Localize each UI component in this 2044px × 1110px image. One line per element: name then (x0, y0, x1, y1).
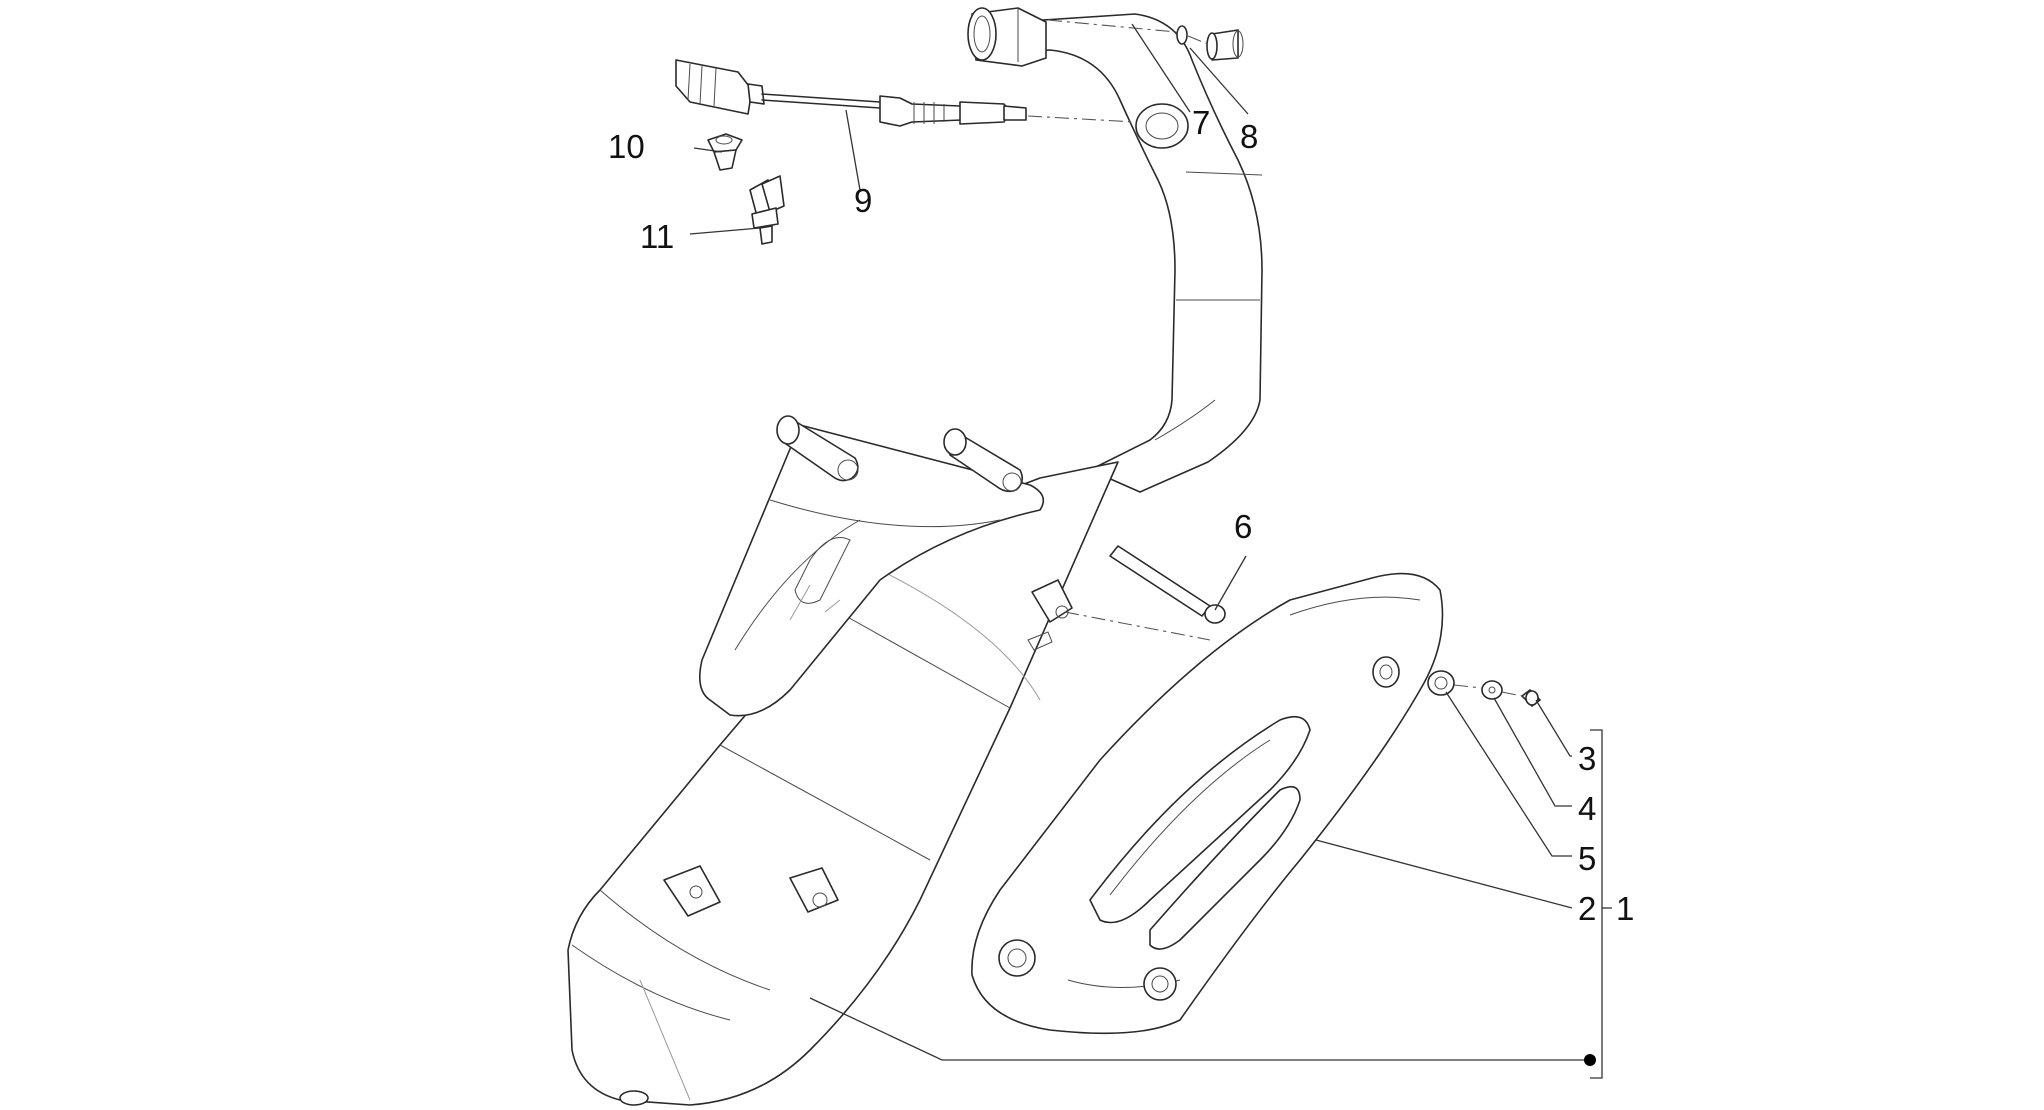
callout-labels: 1 2 3 4 5 6 7 8 9 10 11 (608, 104, 1634, 927)
callout-4: 4 (1578, 790, 1596, 827)
callout-10: 10 (608, 128, 645, 165)
washer-part-4 (1481, 680, 1503, 700)
screw-part-3 (1521, 689, 1541, 707)
heat-shield (971, 572, 1444, 1035)
callout-11: 11 (640, 218, 674, 255)
exhaust-header-pipe (1012, 13, 1263, 493)
muffler-clamp-upper (1027, 579, 1073, 651)
callout-3: 3 (1578, 740, 1596, 777)
lambda-sensor-part-9 (675, 59, 1027, 127)
callout-5: 5 (1578, 840, 1596, 877)
muffler-mounting-bracket (699, 424, 1045, 717)
pipe-inlet-flange (967, 7, 1047, 67)
clip-part-10 (707, 133, 743, 171)
rubber-bushing-part-5 (1427, 670, 1455, 696)
callout-7: 7 (1192, 104, 1210, 141)
cable-holder-part-11 (749, 175, 785, 245)
callout-1: 1 (1616, 890, 1634, 927)
gasket-part-7 (1176, 25, 1188, 45)
leader-lines (689, 23, 1612, 1079)
muffler-clamp-lower-right (789, 867, 839, 913)
callout-9: 9 (854, 182, 872, 219)
bracket-pin-left (776, 415, 859, 482)
callout-dot (1584, 1054, 1596, 1066)
spacer-part-8 (1206, 29, 1244, 61)
callout-2: 2 (1578, 890, 1596, 927)
muffler-body (567, 461, 1119, 1106)
bracket-pin-right (943, 428, 1024, 493)
callout-6: 6 (1234, 508, 1252, 545)
long-bolt-part-6 (1109, 545, 1226, 624)
callout-8: 8 (1240, 118, 1258, 155)
muffler-clamp-lower-left (663, 865, 721, 917)
